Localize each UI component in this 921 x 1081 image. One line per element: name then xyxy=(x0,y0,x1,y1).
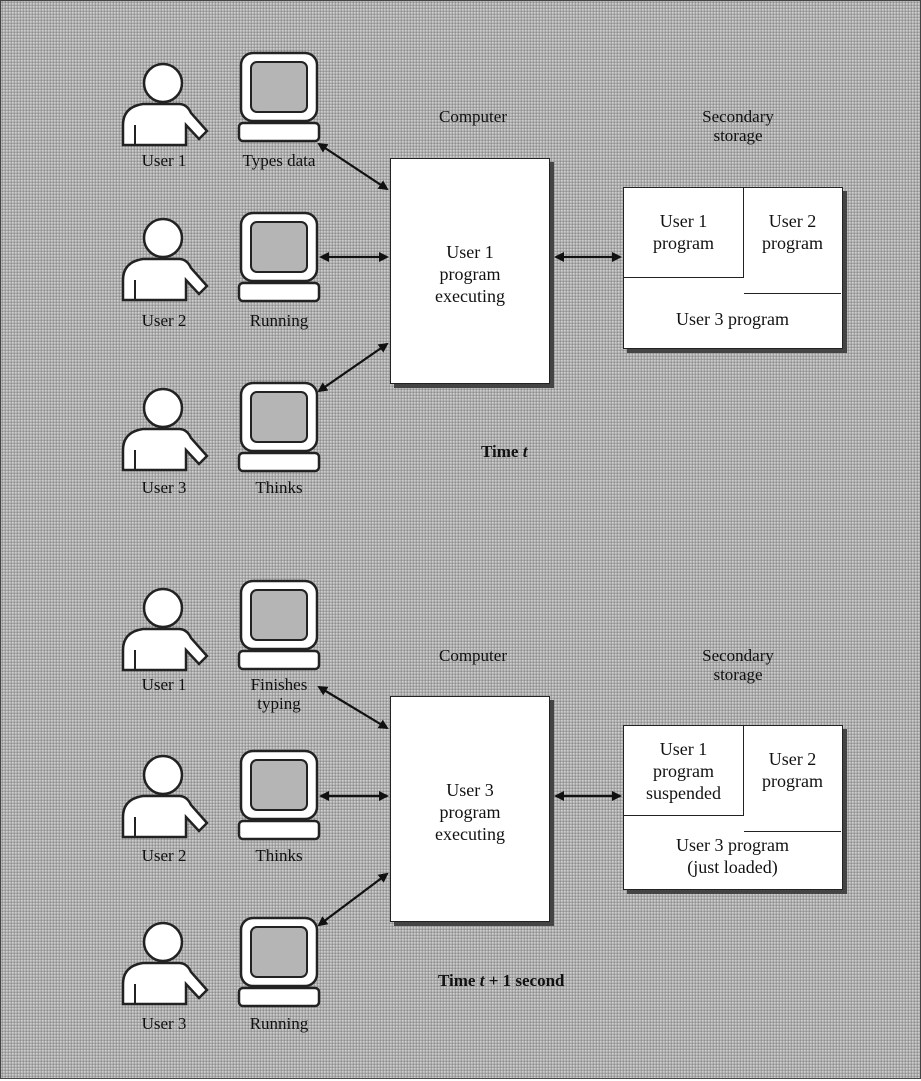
computer-program-text: User 3 program executing xyxy=(435,780,505,844)
storage-cell: User 2 program xyxy=(744,188,841,294)
user-name-label: User 1 xyxy=(141,151,187,170)
terminal-status-label: Running xyxy=(249,1014,309,1033)
computer-box: User 1 program executing xyxy=(390,158,550,384)
user-person-icon xyxy=(119,384,209,472)
secondary-storage-box: User 1 program suspended User 2 program … xyxy=(623,725,843,890)
storage-cell: User 1 program suspended xyxy=(624,726,744,816)
arrow-user3-computer xyxy=(317,872,389,927)
user-person-icon xyxy=(119,584,209,672)
computer-heading: Computer xyxy=(439,107,507,126)
user-person-icon xyxy=(119,214,209,302)
computer-box: User 3 program executing xyxy=(390,696,550,922)
user-person-icon xyxy=(119,59,209,147)
computer-heading: Computer xyxy=(439,646,507,665)
user-name-label: User 3 xyxy=(141,478,187,497)
storage-heading: Secondary storage xyxy=(702,107,774,145)
terminal-icon xyxy=(237,381,321,473)
terminal-status-label: Running xyxy=(249,311,309,330)
user-name-label: User 2 xyxy=(141,311,187,330)
computer-program-text: User 1 program executing xyxy=(435,242,505,306)
time-label: Time t + 1 second xyxy=(438,971,565,990)
connection-arrows xyxy=(317,685,622,927)
panel-time-t-plus-1: User 1 User 2 User 3 Finishes typing Thi… xyxy=(1,541,921,1080)
terminal-icon xyxy=(237,211,321,303)
user-name-label: User 3 xyxy=(141,1014,187,1033)
storage-cell: User 1 program xyxy=(624,188,744,278)
terminal-status-label: Finishes typing xyxy=(250,675,308,713)
terminal-icon xyxy=(237,916,321,1008)
user-person-icon xyxy=(119,918,209,1006)
connection-arrows xyxy=(317,142,622,393)
arrow-user1-computer xyxy=(317,142,389,191)
user-name-label: User 2 xyxy=(141,846,187,865)
storage-heading: Secondary storage xyxy=(702,646,774,684)
arrow-user3-computer xyxy=(317,342,389,393)
secondary-storage-box: User 1 program User 2 program User 3 pro… xyxy=(623,187,843,349)
time-label: Time t xyxy=(481,442,528,461)
storage-cell: User 3 program (just loaded) xyxy=(676,835,789,877)
storage-cell: User 3 program xyxy=(676,309,789,329)
terminal-icon xyxy=(237,51,321,143)
terminal-status-label: Thinks xyxy=(255,846,303,865)
terminal-icon xyxy=(237,579,321,671)
user-name-label: User 1 xyxy=(141,675,187,694)
arrow-user1-computer xyxy=(317,685,389,730)
terminal-status-label: Thinks xyxy=(255,478,303,497)
storage-cell: User 2 program xyxy=(744,726,841,832)
terminal-status-label: Types data xyxy=(242,151,316,170)
user-person-icon xyxy=(119,751,209,839)
terminal-icon xyxy=(237,749,321,841)
panel-time-t: User 1 User 2 User 3 Types data Running … xyxy=(1,1,921,541)
